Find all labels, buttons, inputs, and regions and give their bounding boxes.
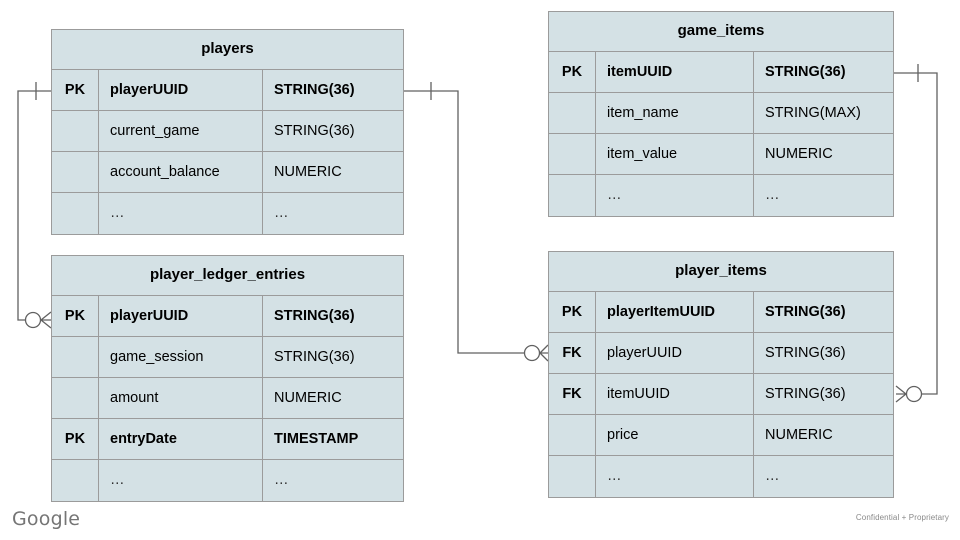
row-key: PK — [549, 52, 596, 92]
row-type: STRING(36) — [274, 308, 355, 324]
row-key: FK — [549, 374, 596, 414]
row-name: amount — [99, 378, 263, 418]
row-type: STRING(36) — [765, 304, 846, 320]
table-row[interactable]: item_name STRING(MAX) — [549, 93, 893, 134]
entity-title: player_ledger_entries — [52, 256, 403, 296]
table-row[interactable]: … … — [549, 456, 893, 497]
row-name: playerUUID — [99, 296, 263, 336]
row-name: … — [99, 193, 263, 234]
row-key — [549, 175, 596, 216]
row-name: itemUUID — [596, 52, 754, 92]
row-key: FK — [549, 333, 596, 373]
row-key: PK — [52, 419, 99, 459]
row-type: … — [274, 205, 290, 221]
row-name: … — [596, 175, 754, 216]
row-key — [549, 134, 596, 174]
entity-title: players — [52, 30, 403, 70]
entity-player-items[interactable]: player_items PK playerItemUUID STRING(36… — [548, 251, 894, 498]
table-row[interactable]: PK playerUUID STRING(36) — [52, 70, 403, 111]
entity-game-items[interactable]: game_items PK itemUUID STRING(36) item_n… — [548, 11, 894, 217]
row-type: NUMERIC — [274, 164, 342, 180]
table-row[interactable]: account_balance NUMERIC — [52, 152, 403, 193]
row-name: playerItemUUID — [596, 292, 754, 332]
row-key — [52, 193, 99, 234]
row-type: NUMERIC — [274, 390, 342, 406]
table-row[interactable]: game_session STRING(36) — [52, 337, 403, 378]
confidentiality-notice: Confidential + Proprietary — [855, 513, 949, 522]
row-key — [52, 378, 99, 418]
row-key: PK — [52, 296, 99, 336]
table-row[interactable]: current_game STRING(36) — [52, 111, 403, 152]
row-type: STRING(36) — [274, 349, 355, 365]
row-key: PK — [549, 292, 596, 332]
table-row[interactable]: price NUMERIC — [549, 415, 893, 456]
row-type: TIMESTAMP — [274, 431, 359, 447]
row-key — [549, 93, 596, 133]
table-row[interactable]: FK playerUUID STRING(36) — [549, 333, 893, 374]
row-type: STRING(36) — [765, 64, 846, 80]
google-wordmark: Google — [12, 508, 81, 530]
table-row[interactable]: PK entryDate TIMESTAMP — [52, 419, 403, 460]
row-type: STRING(36) — [274, 82, 355, 98]
connector-game-items-to-player-items — [894, 64, 938, 403]
table-row[interactable]: item_value NUMERIC — [549, 134, 893, 175]
table-row[interactable]: PK playerItemUUID STRING(36) — [549, 292, 893, 333]
row-name: playerUUID — [99, 70, 263, 110]
entity-player-ledger-entries[interactable]: player_ledger_entries PK playerUUID STRI… — [51, 255, 404, 502]
row-name: … — [99, 460, 263, 501]
row-type: STRING(36) — [765, 345, 846, 361]
connector-players-to-ledger — [17, 82, 52, 329]
row-name: game_session — [99, 337, 263, 377]
row-type: STRING(MAX) — [765, 105, 861, 121]
row-name: … — [596, 456, 754, 497]
row-name: entryDate — [99, 419, 263, 459]
row-name: current_game — [99, 111, 263, 151]
row-type: NUMERIC — [765, 427, 833, 443]
table-row[interactable]: … … — [549, 175, 893, 216]
row-key — [52, 460, 99, 501]
row-type: STRING(36) — [765, 386, 846, 402]
table-row[interactable]: PK playerUUID STRING(36) — [52, 296, 403, 337]
row-name: price — [596, 415, 754, 455]
row-name: itemUUID — [596, 374, 754, 414]
row-type: … — [274, 472, 290, 488]
row-type: … — [765, 468, 781, 484]
row-key — [52, 111, 99, 151]
table-row[interactable]: amount NUMERIC — [52, 378, 403, 419]
table-row[interactable]: FK itemUUID STRING(36) — [549, 374, 893, 415]
table-row[interactable]: … … — [52, 460, 403, 501]
entity-title: game_items — [549, 12, 893, 52]
row-key — [549, 456, 596, 497]
row-key — [52, 337, 99, 377]
entity-players[interactable]: players PK playerUUID STRING(36) current… — [51, 29, 404, 235]
row-key — [549, 415, 596, 455]
row-key — [52, 152, 99, 192]
connector-players-to-player-items — [404, 82, 549, 362]
entity-title: player_items — [549, 252, 893, 292]
table-row[interactable]: … … — [52, 193, 403, 234]
row-key: PK — [52, 70, 99, 110]
row-name: account_balance — [99, 152, 263, 192]
row-type: STRING(36) — [274, 123, 355, 139]
row-name: item_name — [596, 93, 754, 133]
row-name: playerUUID — [596, 333, 754, 373]
row-name: item_value — [596, 134, 754, 174]
row-type: NUMERIC — [765, 146, 833, 162]
table-row[interactable]: PK itemUUID STRING(36) — [549, 52, 893, 93]
row-type: … — [765, 187, 781, 203]
